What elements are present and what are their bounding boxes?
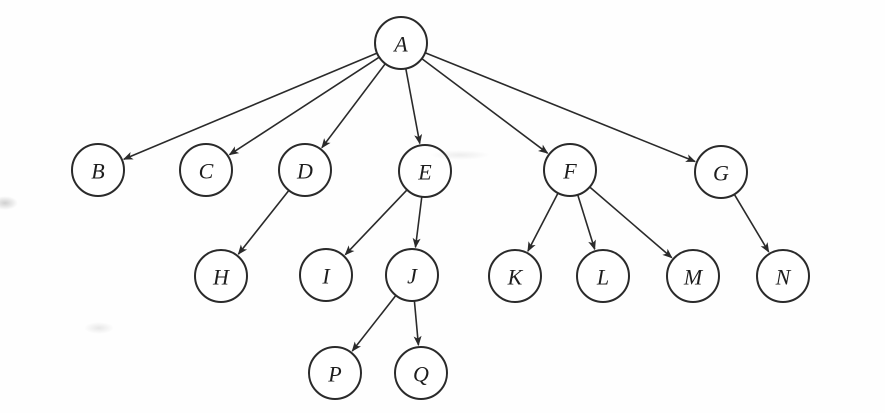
node-label-B: B (91, 159, 104, 184)
node-label-Q: Q (413, 362, 429, 387)
tree-node-M: M (666, 249, 720, 303)
tree-node-N: N (756, 249, 810, 303)
tree-node-C: C (179, 143, 233, 197)
edge-F-K (527, 192, 559, 252)
tree-node-H: H (194, 249, 248, 303)
edge-G-N (733, 193, 770, 253)
node-circle-C (179, 143, 233, 197)
node-label-G: G (713, 161, 729, 186)
edge-F-L (576, 194, 596, 251)
edge-A-B (122, 52, 378, 160)
node-label-F: F (562, 159, 577, 184)
node-circle-I (299, 248, 353, 302)
edge-A-F (421, 57, 549, 154)
node-circle-L (576, 249, 630, 303)
node-label-P: P (327, 362, 341, 387)
node-circle-K (488, 249, 542, 303)
node-label-A: A (392, 32, 408, 57)
tree-node-P: P (308, 346, 362, 400)
tree-node-K: K (488, 249, 542, 303)
nodes-layer: A B C D E F G H I J K L M N P Q (71, 16, 810, 400)
edges-layer (122, 51, 770, 352)
tree-node-E: E (398, 144, 452, 198)
tree-node-Q: Q (394, 346, 448, 400)
tree-node-I: I (299, 248, 353, 302)
edge-A-E (405, 68, 423, 145)
node-label-I: I (321, 264, 331, 289)
edge-A-C (228, 56, 380, 156)
node-circle-J (385, 248, 439, 302)
node-circle-H (194, 249, 248, 303)
edge-A-G (424, 51, 696, 163)
tree-node-L: L (576, 249, 630, 303)
tree-node-G: G (694, 145, 748, 199)
node-circle-M (666, 249, 720, 303)
tree-node-D: D (278, 143, 332, 197)
node-circle-P (308, 346, 362, 400)
node-circle-F (543, 143, 597, 197)
node-label-J: J (407, 264, 418, 289)
node-label-H: H (212, 265, 230, 290)
node-label-M: M (683, 265, 704, 290)
node-circle-N (756, 249, 810, 303)
edge-J-Q (413, 300, 422, 347)
node-label-D: D (296, 159, 313, 184)
tree-node-B: B (71, 143, 125, 197)
edge-D-H (237, 189, 290, 255)
node-label-N: N (775, 265, 792, 290)
node-circle-G (694, 145, 748, 199)
node-circle-B (71, 143, 125, 197)
node-label-K: K (507, 265, 524, 290)
edge-E-I (344, 189, 408, 256)
edge-J-P (351, 294, 397, 352)
edge-A-D (321, 63, 386, 149)
node-circle-E (398, 144, 452, 198)
node-circle-A (374, 16, 428, 70)
node-circle-D (278, 143, 332, 197)
tree-node-J: J (385, 248, 439, 302)
tree-node-A: A (374, 16, 428, 70)
edge-E-J (412, 196, 423, 249)
node-label-C: C (199, 159, 214, 184)
tree-node-F: F (543, 143, 597, 197)
node-label-E: E (417, 160, 432, 185)
edge-F-M (589, 186, 673, 259)
node-circle-Q (394, 346, 448, 400)
node-label-L: L (596, 265, 609, 290)
